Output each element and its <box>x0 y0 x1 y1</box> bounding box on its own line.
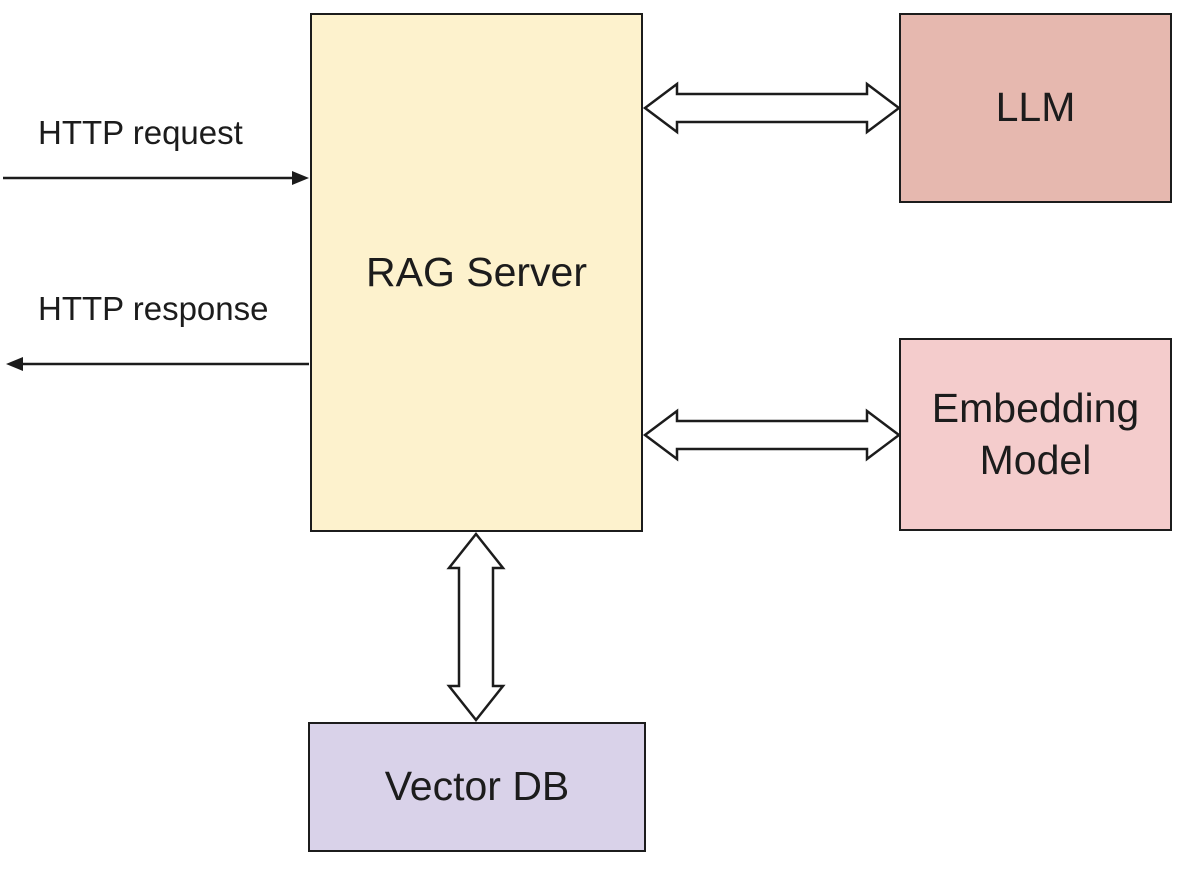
node-rag-server: RAG Server <box>310 13 643 532</box>
http-response-label: HTTP response <box>38 290 269 327</box>
node-rag-server-label: RAG Server <box>366 248 587 295</box>
node-vector-db-label: Vector DB <box>384 763 570 810</box>
http-response-arrow <box>6 357 309 371</box>
rag-embedding-arrow <box>642 408 902 462</box>
node-embedding-model: Embedding Model <box>899 338 1172 531</box>
node-llm-label: LLM <box>995 84 1076 131</box>
node-embedding-model-label: Embedding Model <box>931 385 1140 483</box>
rag-vectordb-arrow <box>446 531 506 723</box>
http-request-arrow <box>3 171 309 185</box>
node-vector-db: Vector DB <box>308 722 646 852</box>
rag-llm-arrow <box>642 81 902 135</box>
http-request-label: HTTP request <box>38 114 243 151</box>
node-llm: LLM <box>899 13 1172 203</box>
